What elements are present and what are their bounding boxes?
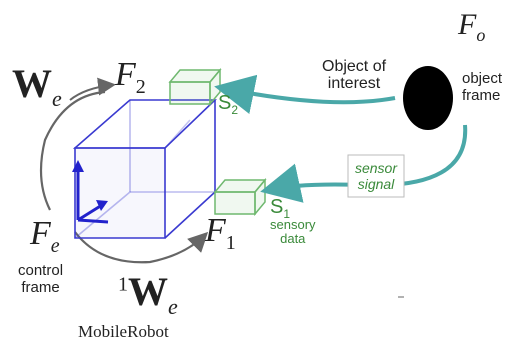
sensor-s2-label: S2 [218,92,239,117]
sensor-s1-box [213,177,267,217]
frame-f2-label: F2 [115,56,146,98]
object-of-interest [403,66,453,130]
sensor-s2-box [168,67,222,107]
frame-fo-label: Fo [458,8,486,45]
we-bottom-curve [74,231,209,264]
frame-fe-label: Fe [30,215,60,257]
sensory-data-label: sensory data [270,217,316,246]
we-top-curve [39,90,106,211]
we-bottom-label: 1We [118,269,178,319]
robot-box [72,99,217,239]
we-top-label: We [12,61,62,111]
we-top-to-f2-curve [69,77,116,101]
control-frame-label: control frame [18,262,64,296]
frame-f1-label: F1 [205,212,236,254]
sensor-signal-box [347,154,405,198]
object-frame-label: object frame [462,70,503,104]
sensor-s1-label: S1 [270,196,291,221]
object-to-s2-arrow [214,74,396,114]
caption: MobileRobot [78,322,169,341]
control-frame-axes [72,160,109,224]
sensor-signal-label: sensor signal [354,160,398,192]
object-of-interest-label: Object of interest [322,58,387,92]
